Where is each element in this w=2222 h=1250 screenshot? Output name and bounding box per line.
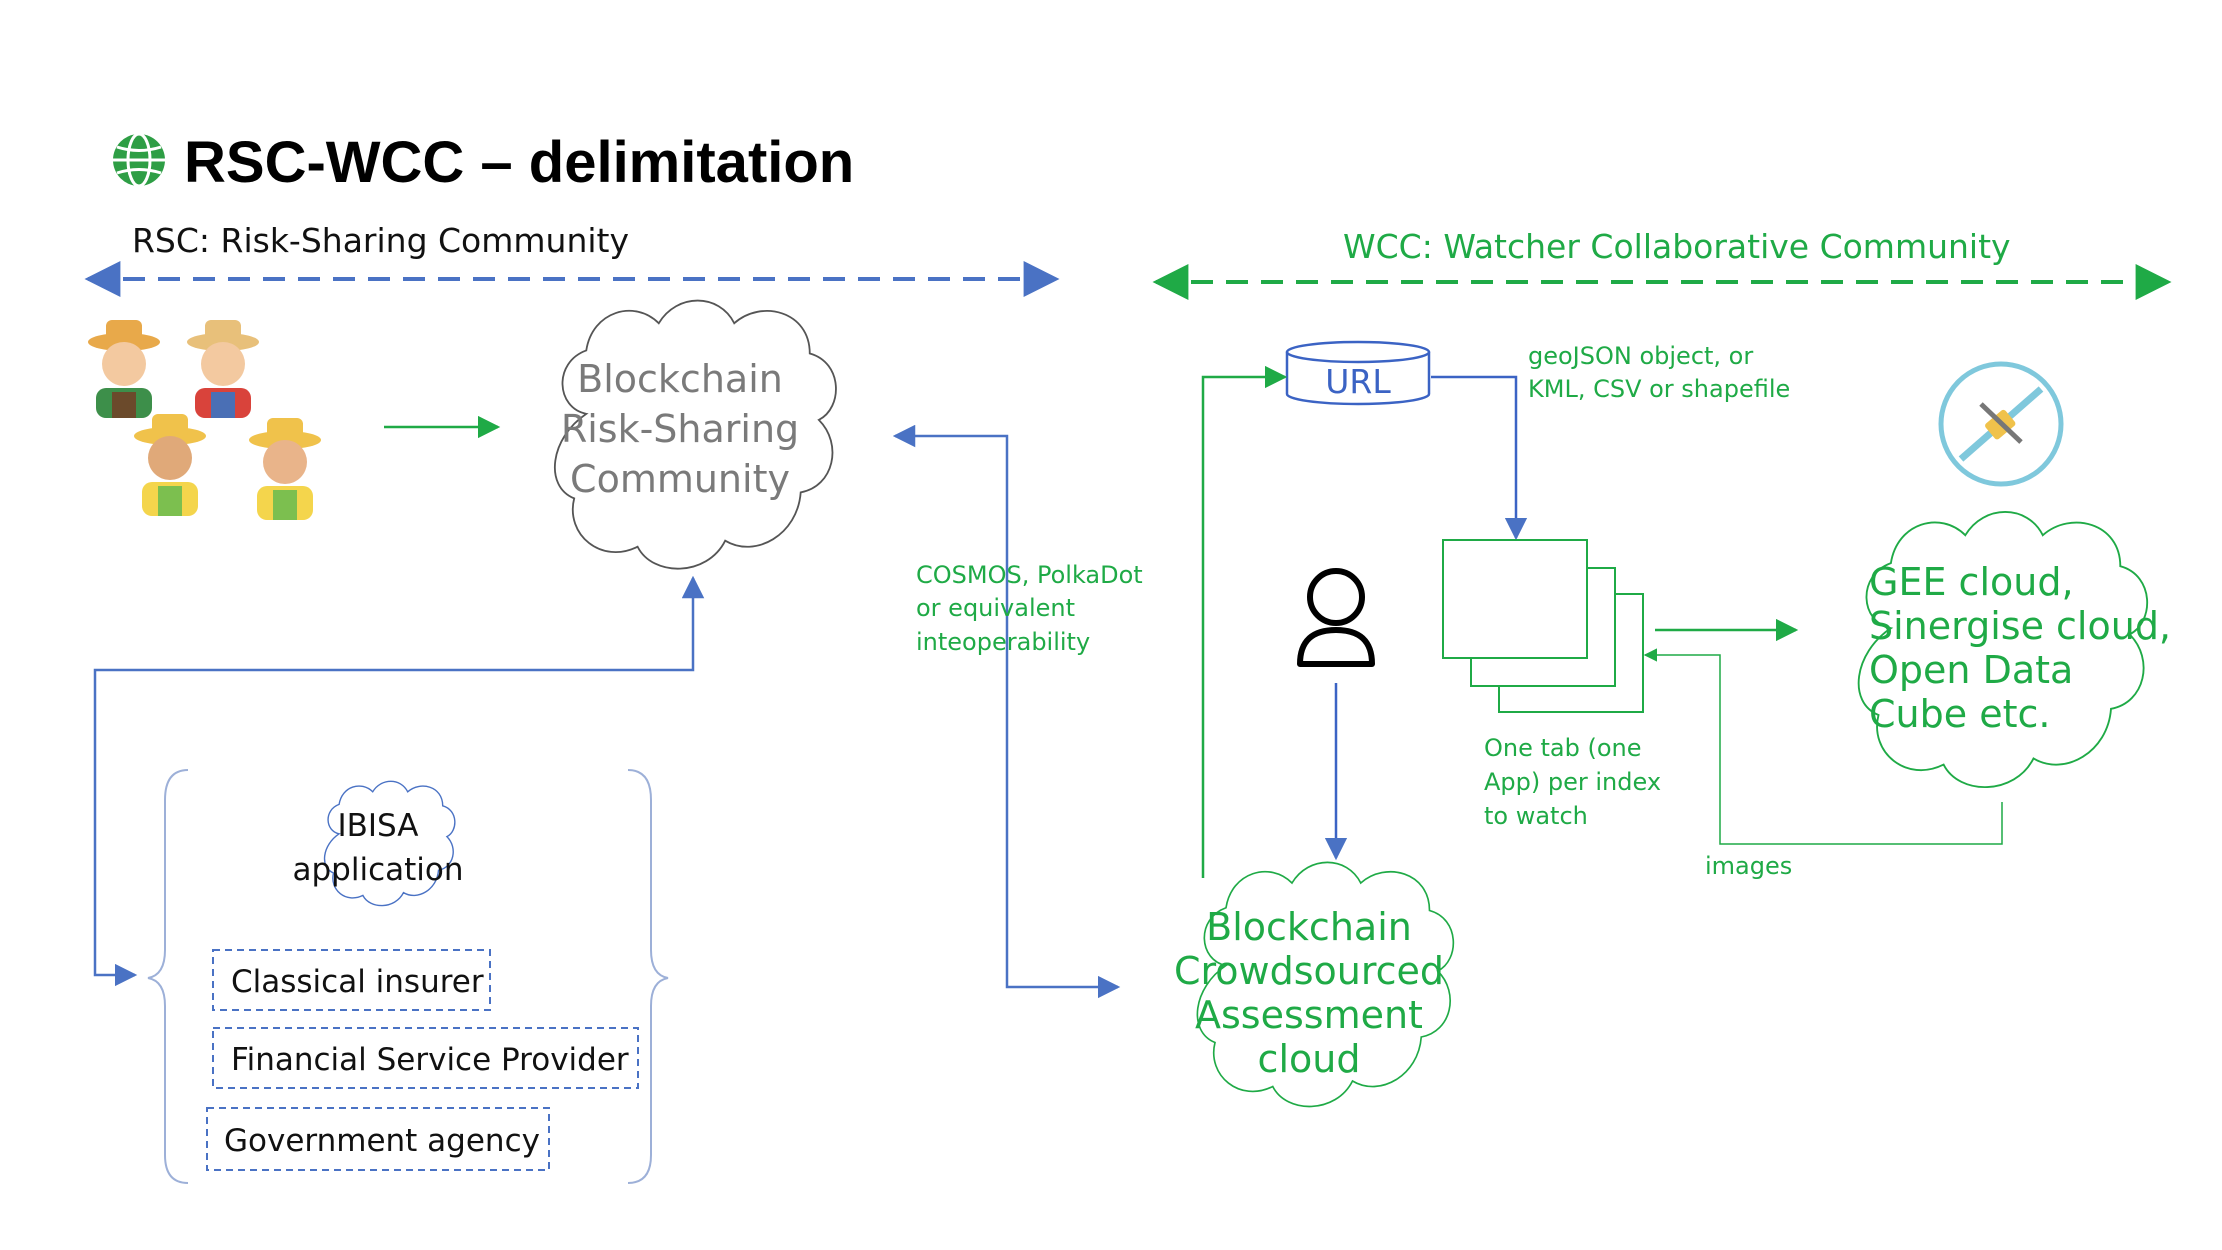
fsp-label: Financial Service Provider — [231, 1042, 629, 1078]
classical-insurer-box: Classical insurer — [212, 949, 491, 1011]
rsc-cloud-line1: Blockchain — [577, 357, 783, 401]
assessment-cloud-line1: Blockchain — [1206, 905, 1412, 949]
farmer-icon — [88, 320, 160, 418]
data-cloud-line2: Sinergise cloud, — [1869, 604, 2171, 648]
ibisa-cloud-line2: application — [293, 852, 464, 888]
fsp-box: Financial Service Provider — [212, 1027, 639, 1089]
assessment-cloud-line4: cloud — [1258, 1037, 1361, 1081]
rsc-cloud-line2: Risk-Sharing — [561, 407, 799, 451]
satellite-icon — [1938, 361, 2064, 487]
farmer-icon — [249, 418, 321, 520]
user-icon — [1297, 568, 1375, 667]
url-cylinder: URL — [1285, 340, 1431, 406]
rsc-label: RSC: Risk-Sharing Community — [132, 221, 629, 260]
images-return-arrow — [1643, 648, 2003, 845]
interoperability-connector — [892, 424, 1121, 999]
data-cloud-line4: Cube etc. — [1869, 692, 2050, 736]
url-label: URL — [1325, 362, 1391, 401]
interop-note-line1: COSMOS, PolkaDot — [916, 561, 1143, 589]
government-agency-label: Government agency — [224, 1123, 540, 1159]
page-title: RSC-WCC – delimitation — [184, 130, 854, 195]
government-agency-box: Government agency — [206, 1107, 550, 1171]
globe-logo-icon — [113, 132, 165, 188]
geo-note-line1: geoJSON object, or — [1528, 342, 1753, 370]
right-brace — [627, 769, 669, 1184]
tabs-note-line1: One tab (one — [1484, 734, 1642, 762]
interop-note-line3: inteoperability — [916, 628, 1090, 656]
tabs-note-line3: to watch — [1484, 802, 1588, 830]
assessment-cloud-line2: Crowdsourced — [1174, 949, 1444, 993]
wcc-label: WCC: Watcher Collaborative Community — [1343, 227, 2011, 266]
farmer-icon — [187, 320, 259, 418]
geo-note-line2: KML, CSV or shapefile — [1528, 375, 1790, 403]
assessment-cloud: Blockchain Crowdsourced Assessment cloud — [1174, 862, 1453, 1106]
images-label: images — [1705, 852, 1792, 880]
farmer-icon — [134, 414, 206, 516]
ibisa-cloud: IBISA application — [293, 779, 464, 908]
ibisa-cloud-line1: IBISA — [337, 808, 418, 844]
url-to-tabs-arrow — [1431, 375, 1528, 541]
app-tabs-stack — [1442, 539, 1644, 713]
blockchain-rsc-cloud: Blockchain Risk-Sharing Community — [552, 298, 838, 571]
tabs-note-line2: App) per index — [1484, 768, 1661, 796]
data-cloud-line1: GEE cloud, — [1869, 560, 2074, 604]
data-providers-cloud: GEE cloud, Sinergise cloud, Open Data Cu… — [1859, 512, 2171, 787]
interop-note-line2: or equivalent — [916, 594, 1075, 622]
assessment-cloud-line3: Assessment — [1195, 993, 1423, 1037]
assessment-to-url-arrow — [1201, 365, 1288, 878]
left-brace — [147, 769, 189, 1184]
data-cloud-line3: Open Data — [1869, 648, 2073, 692]
classical-insurer-label: Classical insurer — [231, 964, 484, 1000]
rsc-stakeholders-connector — [93, 575, 705, 987]
rsc-cloud-line3: Community — [570, 457, 790, 501]
